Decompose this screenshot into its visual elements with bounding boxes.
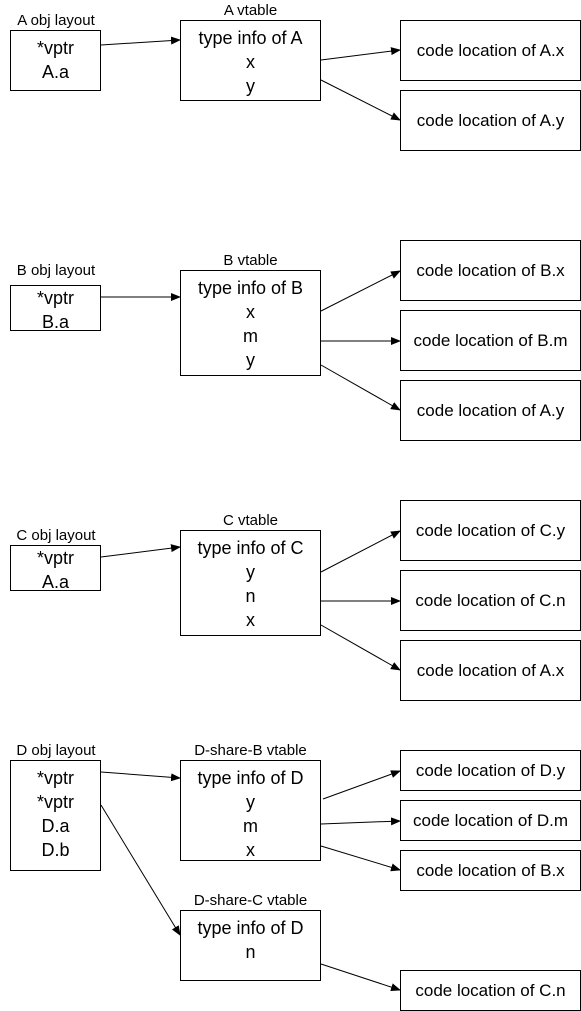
- c-obj-field: *vptr: [36, 548, 74, 568]
- c-code-box: code location of A.x: [400, 640, 581, 701]
- a-obj-layout-title: A obj layout: [17, 12, 95, 29]
- b-vtable-title: B vtable: [223, 252, 278, 269]
- d-code-box: code location of C.n: [400, 970, 581, 1011]
- a-code-label: code location of A.y: [416, 110, 565, 130]
- c-code-label: code location of C.y: [415, 520, 566, 540]
- b-code-box: code location of B.m: [400, 310, 581, 371]
- arrow-c-x: [320, 624, 401, 671]
- b-vtable-slot: m: [243, 326, 258, 346]
- d-obj-field: *vptr: [36, 792, 74, 812]
- c-vtable-slot: y: [246, 562, 255, 582]
- d-code-box: code location of D.m: [400, 800, 581, 841]
- b-code-label: code location of B.x: [416, 260, 565, 280]
- arrow-d-vptr-1: [100, 771, 181, 782]
- a-vtable-box: type info of A x y: [180, 20, 321, 101]
- a-vtable-slot: x: [246, 52, 255, 72]
- a-obj-layout-box: *vptr A.a: [10, 30, 101, 91]
- c-vtable-title: C vtable: [222, 512, 279, 529]
- d-obj-field: *vptr: [36, 768, 74, 788]
- arrow-d-x: [320, 845, 401, 872]
- a-code-box: code location of A.y: [400, 90, 581, 151]
- b-vtable-type: type info of B: [197, 278, 304, 298]
- c-vtable-box: type info of C y n x: [180, 530, 321, 636]
- c-obj-layout-title: C obj layout: [16, 527, 96, 544]
- c-vtable-slot: x: [246, 610, 255, 630]
- d-share-b-vtable-title: D-share-B vtable: [194, 742, 307, 759]
- d-obj-layout-box: *vptr *vptr D.a D.b: [10, 760, 101, 871]
- d-share-b-vtable-type: type info of D: [197, 768, 304, 788]
- c-code-label: code location of C.n: [415, 590, 566, 610]
- arrow-a-x: [320, 47, 401, 61]
- c-code-box: code location of C.n: [400, 570, 581, 631]
- arrow-d-m: [320, 817, 401, 826]
- b-code-label: code location of B.m: [413, 330, 568, 350]
- c-code-label: code location of A.x: [416, 660, 565, 680]
- arrow-c-y: [320, 530, 401, 573]
- d-obj-layout-title: D obj layout: [16, 742, 96, 759]
- a-vtable-type: type info of A: [198, 28, 303, 48]
- b-vtable-box: type info of B x m y: [180, 270, 321, 376]
- d-share-c-vtable-box: type info of D n: [180, 910, 321, 981]
- c-vtable-type: type info of C: [197, 538, 304, 558]
- b-vtable-slot: x: [246, 302, 255, 322]
- a-obj-field: A.a: [41, 62, 70, 82]
- b-code-box: code location of A.y: [400, 380, 581, 441]
- d-share-b-vtable-box: type info of D y m x: [180, 760, 321, 861]
- d-share-b-vtable-slot: y: [246, 792, 255, 812]
- d-share-c-vtable-title: D-share-C vtable: [193, 892, 308, 909]
- d-code-label: code location of B.x: [416, 860, 565, 880]
- b-code-label: code location of A.y: [416, 400, 565, 420]
- d-code-box: code location of D.y: [400, 750, 581, 791]
- d-obj-field: D.b: [41, 840, 70, 860]
- arrow-d-n: [320, 963, 401, 991]
- d-share-b-vtable-slot: m: [243, 816, 258, 836]
- d-code-box: code location of B.x: [400, 850, 581, 891]
- a-vtable-title: A vtable: [223, 2, 278, 19]
- c-vtable-slot: n: [245, 586, 256, 606]
- d-share-c-vtable-slot: n: [245, 942, 256, 962]
- arrow-a-vptr: [100, 36, 181, 46]
- arrow-b-x: [320, 270, 401, 312]
- arrow-a-y: [320, 79, 401, 121]
- b-vtable-slot: y: [246, 350, 255, 370]
- arrow-d-vptr-2: [100, 804, 181, 936]
- d-obj-field: D.a: [41, 816, 70, 836]
- c-obj-field: A.a: [41, 572, 70, 592]
- d-share-c-vtable-type: type info of D: [197, 918, 304, 938]
- b-obj-field: *vptr: [36, 288, 74, 308]
- d-code-label: code location of C.n: [415, 980, 566, 1000]
- d-code-label: code location of D.m: [413, 810, 568, 830]
- d-code-label: code location of D.y: [415, 760, 566, 780]
- a-code-label: code location of A.x: [416, 40, 565, 60]
- b-obj-layout-title: B obj layout: [16, 262, 96, 279]
- b-obj-layout-box: *vptr B.a: [10, 285, 101, 332]
- d-share-b-vtable-slot: x: [246, 840, 255, 860]
- arrow-b-y: [320, 364, 401, 411]
- a-vtable-slot: y: [246, 76, 255, 96]
- b-obj-field: B.a: [41, 312, 70, 332]
- c-code-box: code location of C.y: [400, 500, 581, 561]
- arrow-d-y: [322, 770, 401, 800]
- arrow-c-vptr: [100, 544, 181, 558]
- c-obj-layout-box: *vptr A.a: [10, 545, 101, 592]
- b-code-box: code location of B.x: [400, 240, 581, 301]
- a-code-box: code location of A.x: [400, 20, 581, 81]
- a-obj-field: *vptr: [36, 38, 74, 58]
